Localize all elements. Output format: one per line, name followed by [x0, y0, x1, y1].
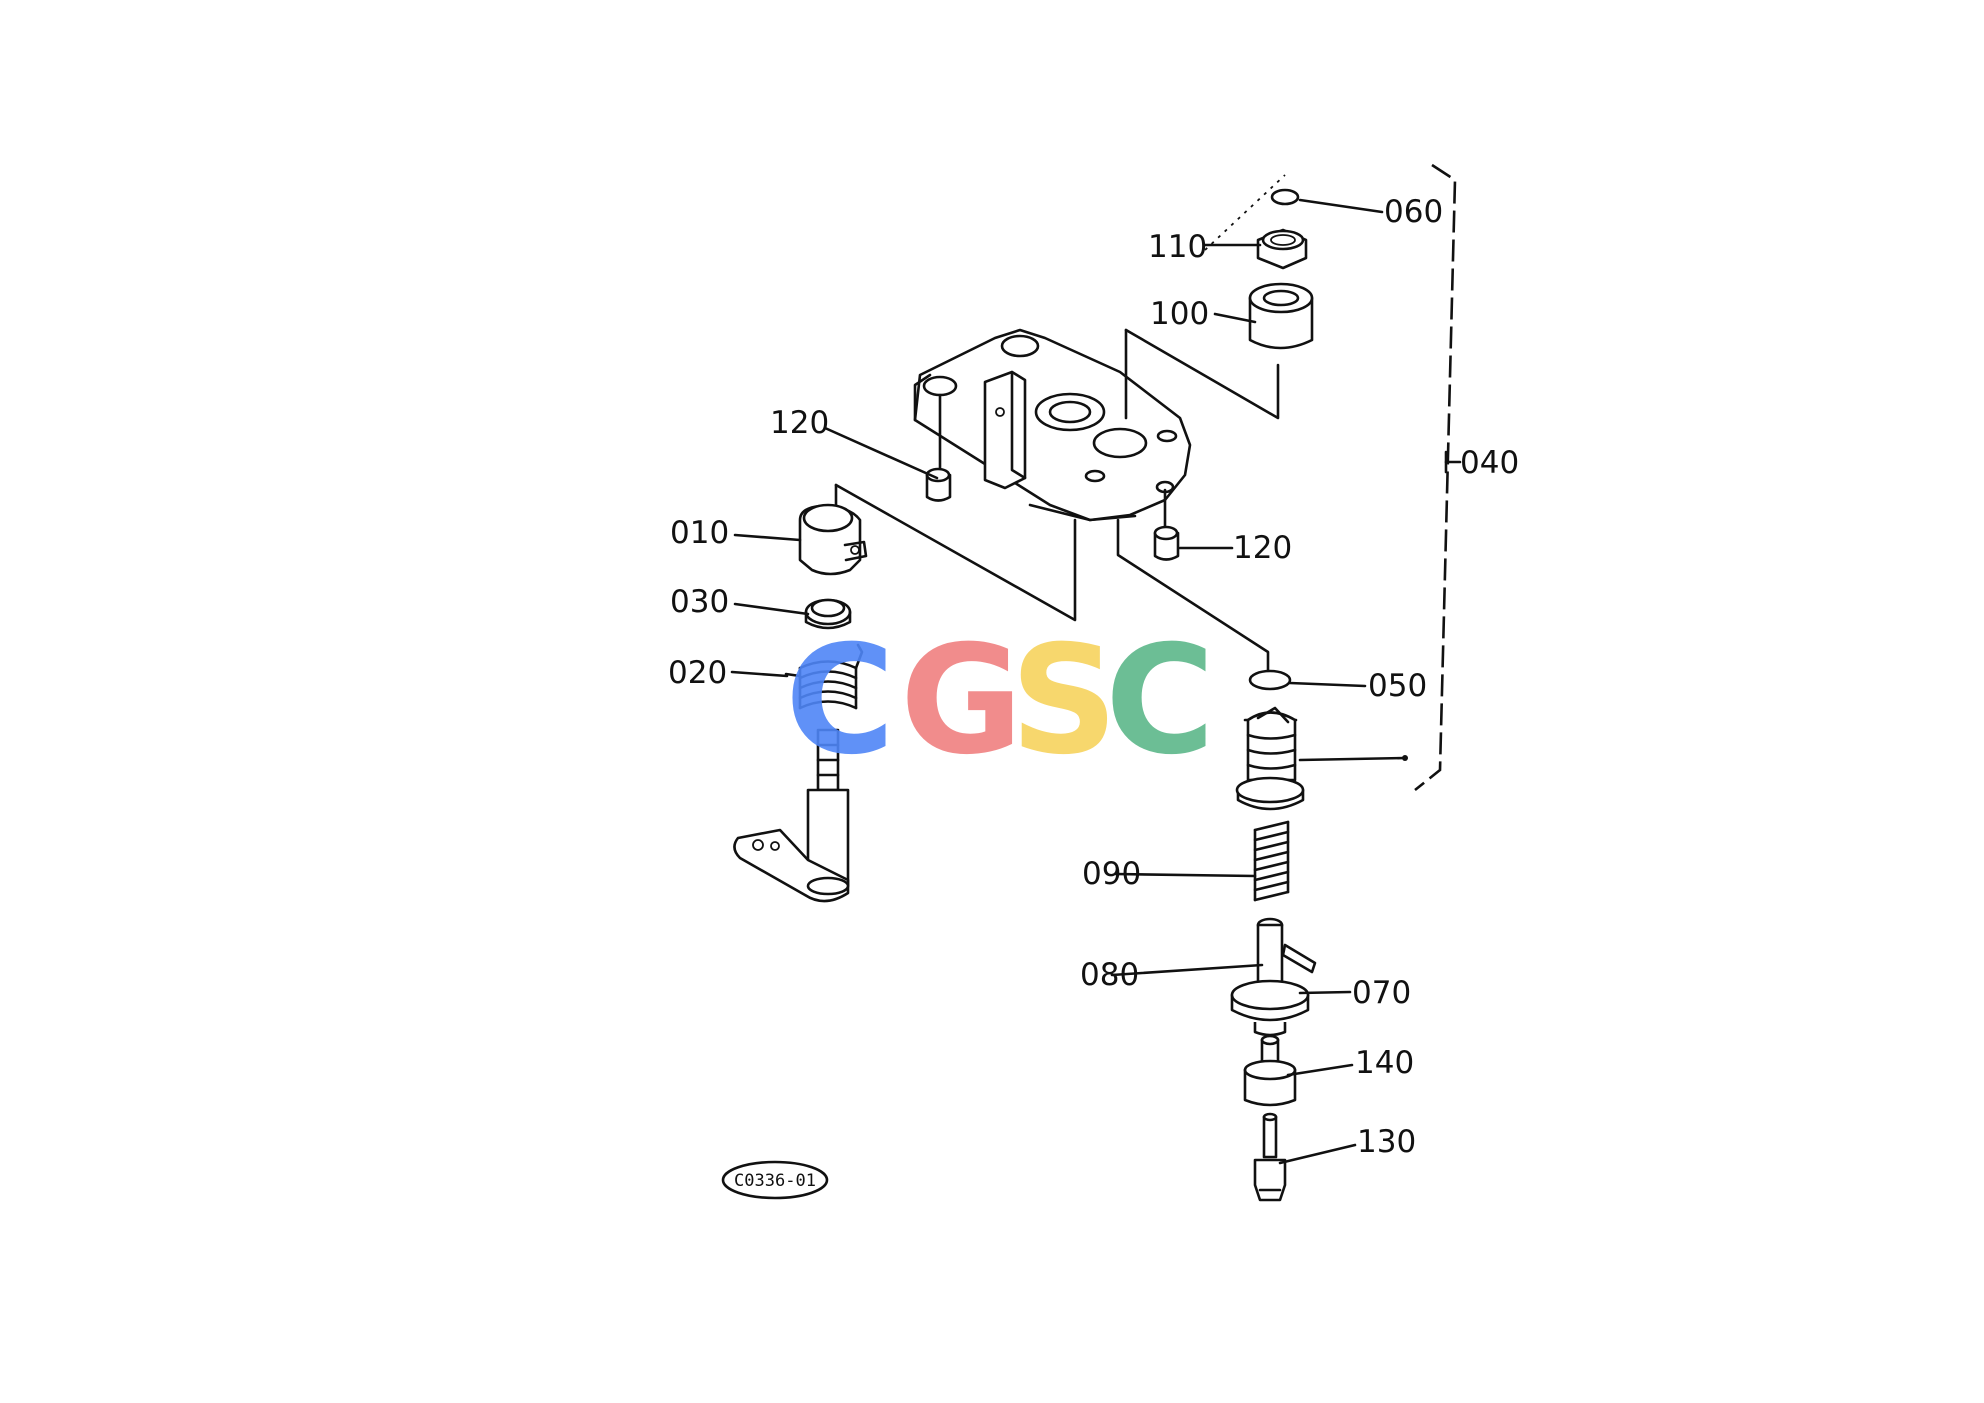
label-020: 020 — [668, 655, 727, 691]
label-100: 100 — [1150, 296, 1209, 332]
label-090: 090 — [1082, 856, 1141, 892]
label-030: 030 — [670, 584, 729, 620]
drawing-code: C0336-01 — [734, 1171, 816, 1191]
label-080: 080 — [1080, 957, 1139, 993]
part-030-seal — [804, 598, 852, 630]
part-090-spring — [1253, 820, 1290, 902]
label-050: 050 — [1368, 668, 1427, 704]
part-110-nut — [1256, 228, 1308, 270]
label-120-upper: 120 — [770, 405, 829, 441]
part-020-spring — [784, 643, 864, 710]
housing-bracket — [913, 328, 1192, 522]
assembly-bracket-040 — [1414, 163, 1462, 792]
label-070: 070 — [1352, 975, 1411, 1011]
label-110: 110 — [1148, 229, 1207, 265]
watermark-letter-c1: C — [785, 614, 895, 788]
part-010-bushing — [798, 503, 868, 576]
label-140: 140 — [1355, 1045, 1414, 1081]
part-130-shim-pin — [1253, 1112, 1287, 1202]
part-labels: 060 110 100 120 040 010 120 030 020 050 … — [668, 194, 1519, 1160]
drawing-code-badge: C0336-01 — [721, 1160, 829, 1200]
leader-lines — [730, 198, 1408, 1165]
watermark-letter-g: G — [900, 614, 1023, 788]
pump-barrel — [1235, 706, 1305, 811]
part-100-sleeve — [1248, 282, 1314, 350]
shaft-lever — [733, 728, 850, 903]
watermark-letter-s: S — [1010, 614, 1118, 788]
part-120-pin-upper — [925, 467, 952, 502]
part-070-spring-seat — [1230, 979, 1310, 1037]
label-120-lower: 120 — [1233, 530, 1292, 566]
part-120-pin-lower — [1153, 525, 1180, 561]
watermark-logo: C G S C — [785, 614, 1215, 788]
watermark-letter-c2: C — [1105, 614, 1215, 788]
label-130: 130 — [1357, 1124, 1416, 1160]
part-050-oring — [1248, 669, 1292, 691]
label-040: 040 — [1460, 445, 1519, 481]
label-060: 060 — [1384, 194, 1443, 230]
part-060-cap — [1270, 188, 1300, 206]
label-010: 010 — [670, 515, 729, 551]
part-140-tappet — [1243, 1034, 1297, 1107]
